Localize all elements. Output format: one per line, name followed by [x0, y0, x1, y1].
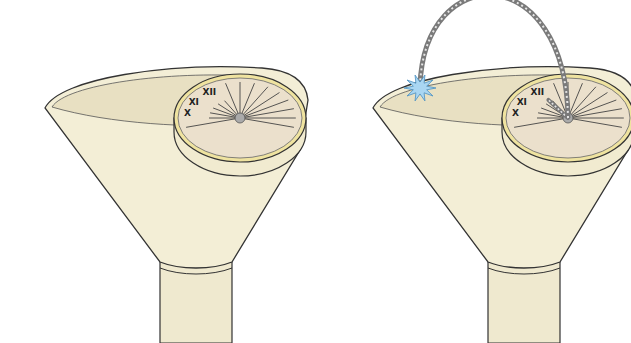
dial-face — [178, 78, 302, 158]
hour-line — [240, 100, 288, 118]
hour-numeral: XII — [531, 88, 545, 97]
hour-line — [240, 82, 241, 118]
hour-line — [514, 118, 568, 127]
hour-line — [240, 118, 296, 119]
hour-line — [226, 83, 240, 118]
gnomon-pivot — [235, 113, 245, 123]
funnel-body — [373, 67, 631, 268]
hour-line — [568, 100, 616, 118]
hour-line — [240, 118, 294, 127]
funnel-sundial — [45, 67, 308, 343]
funnel-sundial — [373, 67, 631, 343]
water-arc — [420, 0, 568, 118]
funnel-neck — [160, 262, 232, 343]
hour-numeral: X — [184, 108, 191, 117]
water-arc-dots — [420, 0, 568, 118]
funnel-body — [45, 67, 308, 268]
hour-line — [568, 118, 622, 127]
hour-line — [568, 109, 622, 118]
neck-edge — [488, 268, 560, 274]
hour-line — [240, 109, 294, 118]
dial-rim — [174, 74, 306, 162]
neck-edge — [160, 268, 232, 274]
hour-numeral: XI — [517, 98, 527, 107]
hour-numeral: XII — [203, 88, 217, 97]
hour-numeral: XI — [189, 98, 199, 107]
hour-line — [568, 118, 624, 119]
hour-numeral: X — [512, 108, 519, 117]
hour-line — [186, 118, 240, 127]
splash — [404, 75, 436, 101]
funnel-neck — [488, 262, 560, 343]
hour-line — [240, 83, 254, 118]
